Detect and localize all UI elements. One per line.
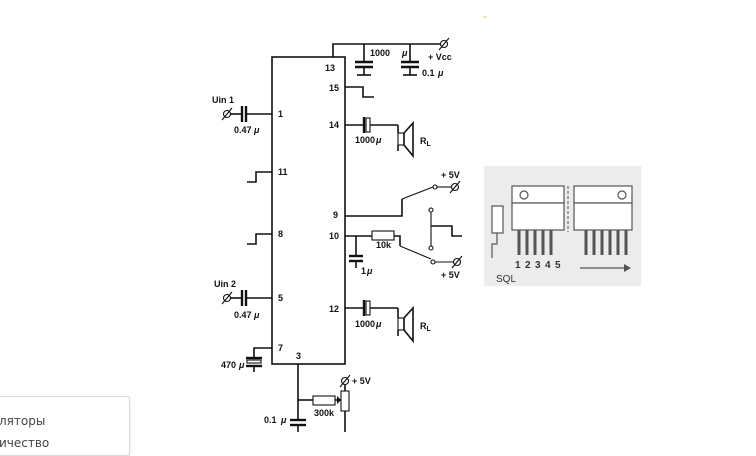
ic-pin-13-label: 13 <box>325 63 335 73</box>
ic-pin-9-label: 9 <box>333 210 338 220</box>
ic-pin-14-label: 14 <box>329 120 339 130</box>
cap-pin10-value: 1 <box>361 266 366 276</box>
ic-pin-5-label: 5 <box>278 293 283 303</box>
speaker-2-sub: L <box>427 326 432 333</box>
speaker-2-icon <box>397 305 414 344</box>
speaker-1-label: RL <box>420 136 432 148</box>
menu-item-quantity[interactable]: ичество <box>0 436 50 450</box>
switch-supply-1-label: + 5V <box>441 170 460 180</box>
input2-network <box>221 290 272 306</box>
dropdown-menu: ляторы ичество <box>0 396 130 456</box>
speaker-1-icon <box>397 120 414 159</box>
ic-pin-1-label: 1 <box>278 109 283 119</box>
input-2-label: Uin 2 <box>214 279 236 289</box>
package-pin-3: 3 <box>535 260 541 271</box>
mu-unit-8: μ <box>238 360 245 370</box>
supply-network <box>332 37 450 76</box>
resistor-300k-label: 300k <box>314 408 335 418</box>
vcc-label: + Vcc <box>428 52 452 62</box>
output1-network <box>345 117 399 133</box>
speaker-1-sub: L <box>427 141 432 148</box>
mu-unit-7: μ <box>375 319 382 329</box>
cap-out1-value: 1000 <box>355 135 375 145</box>
speaker-2-label: RL <box>420 321 432 333</box>
output2-network <box>345 300 399 318</box>
speaker-2-r: R <box>420 321 427 331</box>
pin3-network <box>290 364 351 432</box>
menu-item-regulators[interactable]: ляторы <box>0 414 46 428</box>
ic-pin-8-label: 8 <box>278 229 283 239</box>
package-pin-4: 4 <box>545 260 551 271</box>
speaker-1-r: R <box>420 136 427 146</box>
package-pin-2: 2 <box>525 260 531 271</box>
ic-pin-15-label: 15 <box>329 83 339 93</box>
mu-unit-1: μ <box>401 48 408 58</box>
ic-pin-10-label: 10 <box>329 231 339 241</box>
cap-supply-small-value: 0.1 <box>422 68 435 78</box>
ic-pin-11-label: 11 <box>278 167 288 177</box>
mu-unit-2: μ <box>437 68 444 78</box>
input1-network <box>221 106 272 122</box>
stray-dot <box>483 16 487 18</box>
pin11-ground <box>247 171 272 183</box>
resistor-10k-label: 10k <box>376 240 392 250</box>
cap-pin7-value: 470 <box>221 360 236 370</box>
mu-unit-6: μ <box>253 310 260 320</box>
package-drawing <box>484 166 641 286</box>
package-pin-5: 5 <box>555 260 561 271</box>
mu-unit-9: μ <box>280 415 287 425</box>
mu-unit-3: μ <box>253 125 260 135</box>
ic-pin-7-label: 7 <box>278 343 283 353</box>
cap-in2-value: 0.47 <box>234 310 252 320</box>
cap-in1-value: 0.47 <box>234 125 252 135</box>
pin8-ground <box>247 233 272 245</box>
mu-unit-4: μ <box>375 135 382 145</box>
mode-switch-network <box>345 180 463 269</box>
cap-supply-big-value: 1000 <box>370 48 390 58</box>
ic-pin-3-label: 3 <box>296 351 301 361</box>
package-pin-1: 1 <box>515 260 521 271</box>
switch-supply-2-label: + 5V <box>441 270 460 280</box>
input-1-label: Uin 1 <box>212 95 234 105</box>
pin15-ground <box>345 86 374 98</box>
pot-supply-label: + 5V <box>352 376 371 386</box>
package-name: SQL <box>496 274 516 285</box>
pin7-capacitor <box>246 347 272 372</box>
ic-pin-12-label: 12 <box>329 304 339 314</box>
mu-unit-5: μ <box>366 266 373 276</box>
cap-pin3-value: 0.1 <box>264 415 277 425</box>
cap-out2-value: 1000 <box>355 319 375 329</box>
ic-body <box>271 56 346 365</box>
